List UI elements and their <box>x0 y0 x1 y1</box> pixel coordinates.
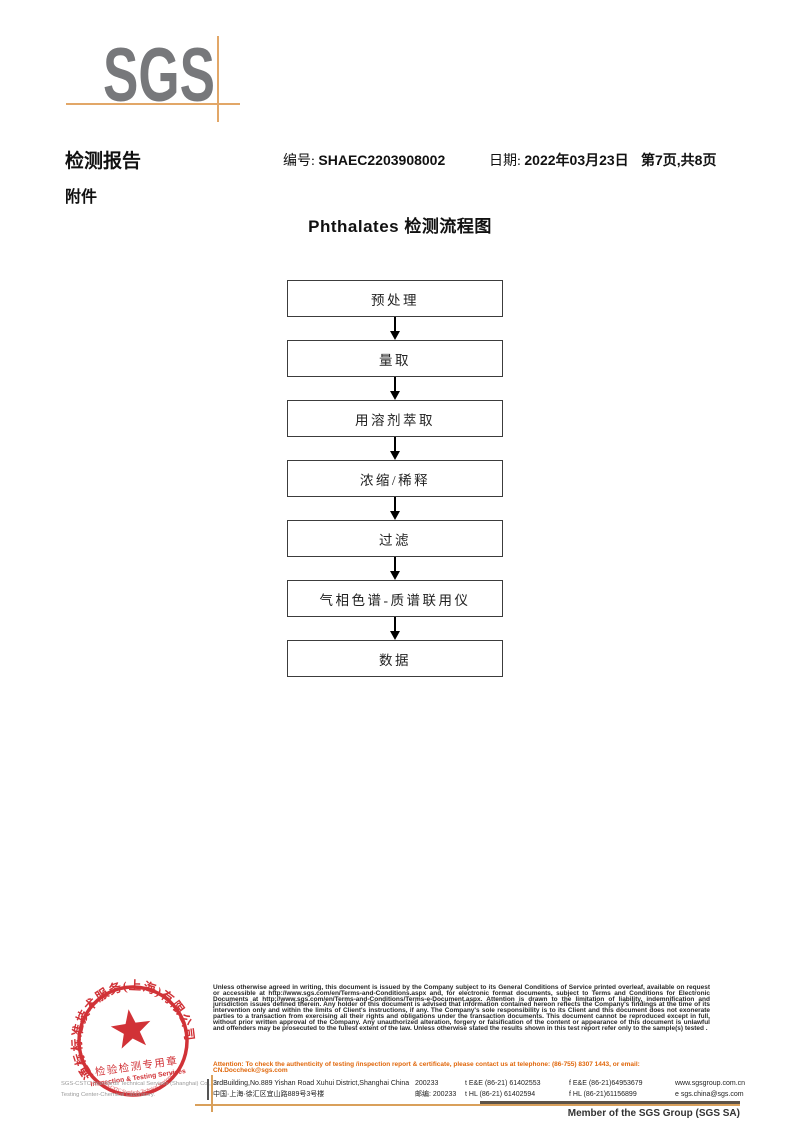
postcode-en: 200233 <box>415 1080 439 1087</box>
flowchart-title: Phthalates 检测流程图 <box>308 217 492 236</box>
flowchart-arrow-icon <box>389 497 401 520</box>
footer-orange-vertical-rule <box>211 1075 213 1112</box>
lab-company-name: SGS-CSTC Standards Technical Services (S… <box>61 1079 220 1101</box>
fax-en: f E&E (86-21)64953679 <box>569 1080 643 1087</box>
report-number-label: 编号: <box>283 154 315 169</box>
flowchart-arrow-icon <box>389 377 401 400</box>
sgs-group-member-note: Member of the SGS Group (SGS SA) <box>567 1108 740 1119</box>
inspection-stamp-icon: 通标标准技术服务(上海)有限公司 SGS-CSTC Standards Tech… <box>48 957 200 1104</box>
flowchart-arrow-icon <box>389 317 401 340</box>
flowchart-arrow-icon <box>389 557 401 580</box>
legal-disclaimer: Unless otherwise agreed in writing, this… <box>213 984 710 1032</box>
footer-dark-rule <box>480 1101 740 1104</box>
lab-company-name-line2: Testing Center-Chemical Laboratory. <box>61 1092 155 1098</box>
address-en: 3rdBuilding,No.889 Yishan Road Xuhui Dis… <box>213 1080 410 1087</box>
sgs-logo: SGS <box>100 33 240 118</box>
sgs-logo-icon: SGS <box>103 33 215 118</box>
report-title: 检测报告 <box>65 151 142 172</box>
page-indicator-value: 第7页,共8页 <box>641 152 717 168</box>
flowchart-arrow-icon <box>389 617 401 640</box>
report-number: 编号: SHAEC2203908002 <box>283 150 445 170</box>
logo-horizontal-line <box>66 103 240 105</box>
footer-orange-rule <box>195 1103 740 1106</box>
address-block: 3rdBuilding,No.889 Yishan Road Xuhui Dis… <box>213 1078 745 1100</box>
flowchart-step-pretreatment: 预处理 <box>287 280 503 317</box>
tel-en: t E&E (86-21) 61402553 <box>465 1080 541 1087</box>
email: e sgs.china@sgs.com <box>675 1091 744 1098</box>
fax-cn: f HL (86-21)61156899 <box>569 1091 637 1098</box>
attention-notice: Attention: To check the authenticity of … <box>213 1061 640 1075</box>
website: www.sgsgroup.com.cn <box>675 1080 746 1087</box>
flowchart-step-solvent-extraction: 用溶剂萃取 <box>287 400 503 437</box>
report-number-value: SHAEC2203908002 <box>318 152 446 168</box>
flowchart-step-filter: 过滤 <box>287 520 503 557</box>
flowchart-step-gcms: 气相色谱-质谱联用仪 <box>287 580 503 617</box>
stamp-star-icon <box>110 1009 151 1049</box>
postcode-cn: 邮编: 200233 <box>415 1091 457 1098</box>
address-row-en: 3rdBuilding,No.889 Yishan Road Xuhui Dis… <box>213 1078 745 1089</box>
address-cn: 中国·上海·徐汇区宜山路889号3号楼 <box>213 1091 325 1098</box>
flowchart-step-data: 数据 <box>287 640 503 677</box>
logo-vertical-line <box>217 36 219 122</box>
flowchart-step-measure: 量取 <box>287 340 503 377</box>
report-date-value: 2022年03月23日 <box>524 152 629 168</box>
report-date: 日期: 2022年03月23日 <box>489 150 629 170</box>
flowchart-step-concentrate-dilute: 浓缩/稀释 <box>287 460 503 497</box>
sgs-logo-text: SGS <box>103 38 215 108</box>
attachment-label: 附件 <box>65 189 98 206</box>
report-date-label: 日期: <box>489 154 521 169</box>
page-indicator: 第7页,共8页 <box>641 150 716 170</box>
lab-company-name-line1: SGS-CSTC Standards Technical Services (S… <box>61 1081 221 1087</box>
tel-cn: t HL (86-21) 61402594 <box>465 1091 536 1098</box>
address-divider <box>207 1079 209 1100</box>
address-row-cn: 中国·上海·徐汇区宜山路889号3号楼 邮编: 200233 t HL (86-… <box>213 1089 744 1100</box>
flowchart-arrow-icon <box>389 437 401 460</box>
